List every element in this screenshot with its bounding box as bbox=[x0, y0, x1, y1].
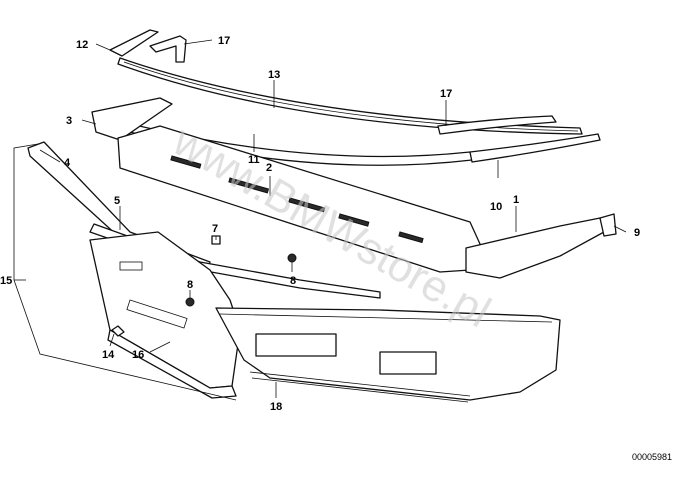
callout-11: 11 bbox=[248, 154, 260, 166]
screw-14 bbox=[111, 325, 125, 337]
part-15-grille-slots bbox=[119, 261, 188, 329]
fastener-8a bbox=[287, 253, 297, 263]
part-18-openings bbox=[255, 333, 437, 375]
callout-18: 18 bbox=[270, 401, 282, 413]
part-17-right-trim bbox=[437, 115, 557, 135]
callout-16: 16 bbox=[132, 349, 144, 361]
part-2-slots bbox=[170, 155, 424, 244]
part-1-right-corner bbox=[465, 217, 605, 279]
callout-1: 1 bbox=[513, 194, 519, 206]
part-3-lip-left bbox=[91, 97, 173, 141]
part-12-corner-trim bbox=[109, 29, 159, 57]
part-13-upper-strip bbox=[117, 57, 583, 135]
callout-4: 4 bbox=[64, 157, 71, 169]
part-9-clip bbox=[599, 213, 617, 237]
part-16-lower-lip bbox=[107, 329, 237, 399]
callout-12: 12 bbox=[76, 39, 88, 51]
callout-labels: 1 2 3 4 5 7 8 8 9 10 11 12 13 14 15 16 1… bbox=[0, 35, 640, 413]
callout-15: 15 bbox=[0, 275, 12, 287]
callout-8a: 8 bbox=[290, 275, 296, 287]
callout-17a: 17 bbox=[218, 35, 230, 47]
callout-8b: 8 bbox=[187, 279, 193, 291]
part-17-angle-trim bbox=[149, 35, 187, 63]
fastener-8b bbox=[185, 297, 195, 307]
leader-lines bbox=[13, 39, 627, 401]
callout-10: 10 bbox=[490, 201, 502, 213]
part-10-side-strip bbox=[469, 133, 601, 163]
callout-17b: 17 bbox=[440, 88, 452, 100]
callout-14: 14 bbox=[102, 349, 115, 361]
document-number: 00005981 bbox=[632, 452, 672, 462]
callout-9: 9 bbox=[634, 227, 640, 239]
callout-2: 2 bbox=[266, 162, 272, 174]
callout-7: 7 bbox=[212, 223, 218, 235]
callout-5: 5 bbox=[114, 195, 120, 207]
callout-3: 3 bbox=[66, 115, 72, 127]
callout-13: 13 bbox=[268, 69, 280, 81]
